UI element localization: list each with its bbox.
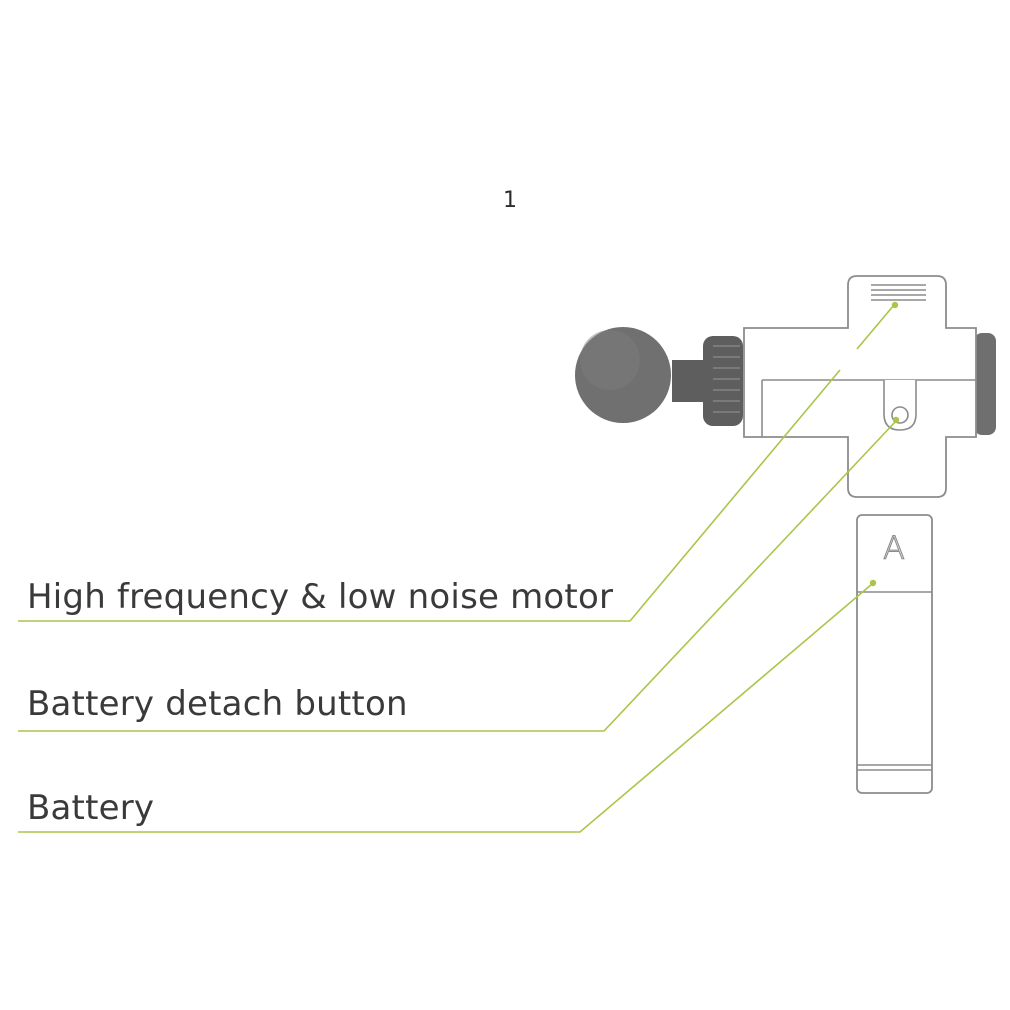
gun-body <box>743 275 977 498</box>
page-number: 1 <box>503 188 517 213</box>
leader-dot-battery <box>869 579 877 587</box>
massage-ball-highlight <box>580 330 640 390</box>
leader-dot-motor <box>891 301 899 309</box>
leader-line-detach-button <box>18 420 897 732</box>
leader-line-motor-upper <box>856 304 895 350</box>
callout-label-battery: Battery <box>27 788 155 828</box>
neck-collar <box>703 336 743 426</box>
leader-line-motor <box>18 369 841 622</box>
callout-label-battery-detach-button: Battery detach button <box>27 684 408 724</box>
rear-cap <box>974 333 996 435</box>
head-stem <box>672 360 706 402</box>
callout-label-motor: High frequency & low noise motor <box>27 577 614 617</box>
battery-glyph: A <box>883 529 905 567</box>
leader-line-battery <box>18 583 873 833</box>
vent-grille <box>871 284 926 301</box>
leader-dot-detach-button <box>892 416 900 424</box>
collar-ridges <box>713 345 740 413</box>
